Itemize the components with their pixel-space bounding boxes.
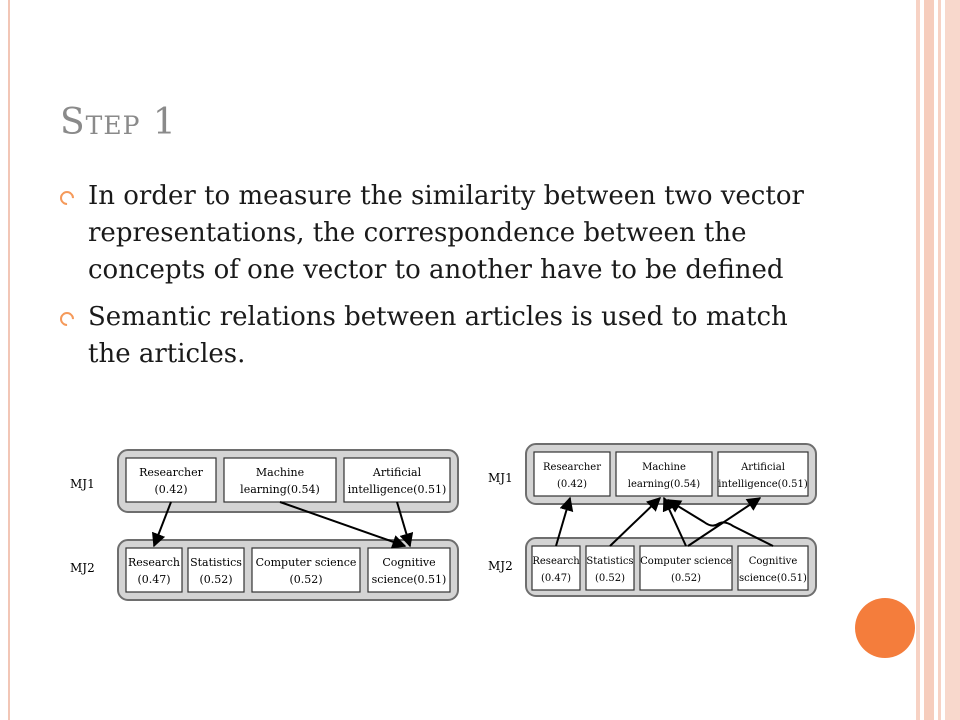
- concept-box: Artificial intelligence(0.51): [343, 457, 451, 503]
- accent-circle: [855, 598, 915, 658]
- concept-label: Research: [128, 556, 180, 569]
- concept-score: learning(0.54): [240, 483, 320, 496]
- relation-arrow: [687, 497, 762, 547]
- relation-arrow: [396, 501, 414, 548]
- bullet-item: In order to measure the similarity betwe…: [57, 178, 820, 289]
- concept-label: Researcher: [543, 462, 601, 473]
- concept-box: Machine learning(0.54): [223, 457, 337, 503]
- relation-arrow: [152, 501, 172, 548]
- concept-label: Cognitive: [382, 556, 435, 569]
- concept-score: learning(0.54): [628, 479, 701, 490]
- concept-score: (0.52): [671, 573, 701, 584]
- right-decorative-stripes: [916, 0, 960, 720]
- row-label-mj1: MJ1: [70, 477, 95, 491]
- concept-box: Computer science (0.52): [639, 545, 733, 591]
- concept-box: Research (0.47): [125, 547, 183, 593]
- bullet-text: Semantic relations between articles is u…: [88, 302, 788, 369]
- concept-label: Computer science: [256, 556, 357, 569]
- relation-arrow: [555, 496, 574, 547]
- concept-box: Machine learning(0.54): [615, 451, 713, 497]
- concept-label: Statistics: [586, 556, 633, 567]
- diagram-left-svg: MJ1 MJ2 Researcher (0.42) Machine learni…: [70, 449, 459, 601]
- concept-label: Machine: [642, 462, 686, 473]
- bullet-text: In order to measure the similarity betwe…: [88, 181, 804, 285]
- concept-label: Machine: [256, 466, 304, 479]
- diagram-right-svg: MJ1 MJ2 Researcher (0.42) Machine learni…: [488, 443, 817, 597]
- concept-box: Researcher (0.42): [533, 451, 611, 497]
- concept-label: Researcher: [139, 466, 204, 479]
- row-label-mj2: MJ2: [70, 561, 95, 575]
- concept-score: intelligence(0.51): [718, 479, 808, 490]
- concept-score: science(0.51): [739, 573, 807, 584]
- concept-label: Computer science: [640, 556, 732, 567]
- concept-box: Cognitive science(0.51): [737, 545, 809, 591]
- relation-arrow: [279, 501, 407, 549]
- concept-score: (0.47): [541, 573, 571, 584]
- left-accent-line: [8, 0, 10, 720]
- concept-box: Researcher (0.42): [125, 457, 217, 503]
- concept-box: Statistics (0.52): [187, 547, 245, 593]
- concept-box: Research (0.47): [531, 545, 581, 591]
- concept-label: Research: [532, 556, 580, 567]
- bullet-ring-icon: [57, 188, 77, 208]
- bullet-ring-icon: [57, 309, 77, 329]
- concept-score: (0.52): [199, 573, 232, 586]
- concept-label: Artificial: [372, 466, 422, 479]
- stripe: [945, 0, 960, 720]
- concept-score: (0.52): [289, 573, 322, 586]
- concept-diagram-left: MJ1 MJ2 Researcher (0.42) Machine learni…: [60, 440, 470, 610]
- bullet-list: In order to measure the similarity betwe…: [57, 178, 820, 383]
- concept-score: (0.42): [154, 483, 187, 496]
- stripe: [938, 0, 941, 720]
- concept-score: intelligence(0.51): [348, 483, 446, 496]
- concept-score: (0.52): [595, 573, 625, 584]
- bullet-item: Semantic relations between articles is u…: [57, 299, 820, 373]
- slide-title: Step 1: [60, 102, 177, 143]
- relation-arrow: [609, 497, 662, 547]
- concept-score: (0.47): [137, 573, 170, 586]
- concept-score: science(0.51): [372, 573, 447, 586]
- concept-box: Artificial intelligence(0.51): [717, 451, 809, 497]
- concept-box: Computer science (0.52): [251, 547, 361, 593]
- relation-arrow: [666, 499, 774, 547]
- stripe: [924, 0, 934, 720]
- row-label-mj2: MJ2: [488, 559, 513, 573]
- concept-label: Cognitive: [749, 556, 798, 567]
- stripe: [916, 0, 920, 720]
- row-label-mj1: MJ1: [488, 471, 513, 485]
- concept-box: Statistics (0.52): [585, 545, 635, 591]
- concept-score: (0.42): [557, 479, 587, 490]
- concept-diagram-right: MJ1 MJ2 Researcher (0.42) Machine learni…: [478, 440, 823, 605]
- concept-label: Artificial: [740, 462, 785, 473]
- concept-label: Statistics: [190, 556, 242, 569]
- concept-box: Cognitive science(0.51): [367, 547, 451, 593]
